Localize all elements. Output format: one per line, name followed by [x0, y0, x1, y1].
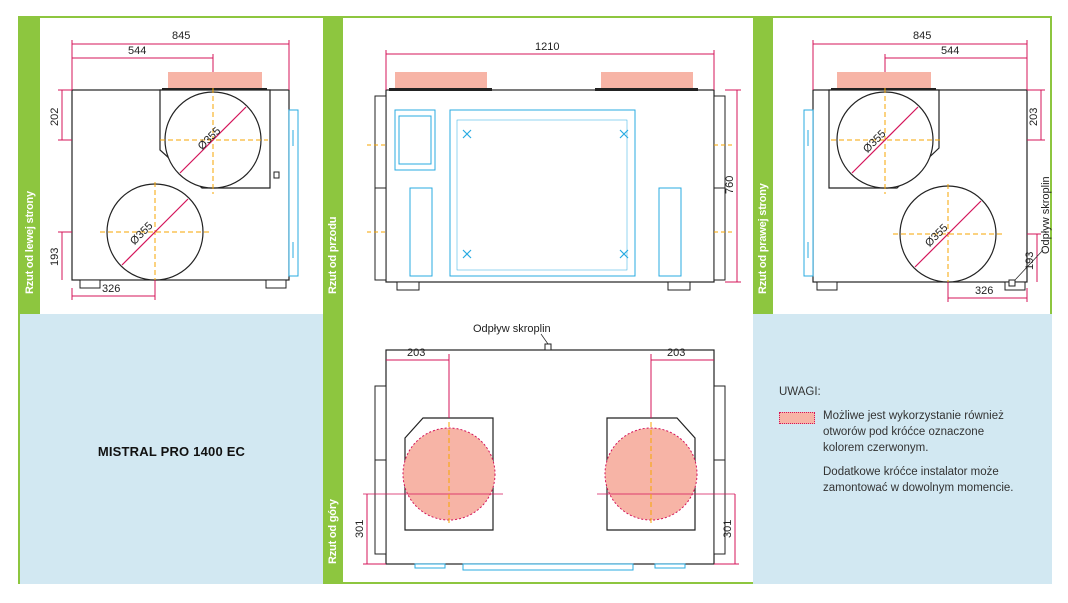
- left-bottom-label: 193: [49, 248, 61, 266]
- right-view-drawing: Ø355 Ø355 845 544 203 1: [803, 30, 1052, 302]
- top-view: Rzut od góry 203: [323, 314, 753, 584]
- right-bottom-label: 193: [1024, 252, 1036, 270]
- front-view-drawing: 1210 760: [367, 41, 741, 291]
- left-326-label: 326: [102, 283, 120, 295]
- left-inner-label: 544: [128, 45, 146, 57]
- left-top-label: 202: [49, 108, 61, 126]
- notes-line-2: otworów pod króćce oznaczone: [823, 426, 985, 438]
- legend-swatch: [779, 412, 815, 424]
- model-name: MISTRAL PRO 1400 EC: [97, 444, 246, 459]
- left-view-drawing: Ø355 Ø355 845 544 202: [49, 30, 299, 300]
- notes-panel: UWAGI: Możliwe jest wykorzystanie równie…: [753, 314, 1052, 584]
- notes-title: UWAGI:: [779, 386, 821, 398]
- notes-line-5: zamontować w dowolnym momencie.: [823, 482, 1014, 494]
- drawing-frame: Rzut od lewej strony Ø355 Ø355: [18, 16, 1052, 584]
- top-203b-label: 203: [667, 347, 685, 359]
- right-view: Rzut od prawej strony Ø355 Ø355: [753, 18, 1052, 314]
- notes-line-3: kolorem czerwonym.: [823, 442, 929, 454]
- right-326-label: 326: [975, 285, 993, 297]
- left-view: Rzut od lewej strony Ø355 Ø355: [20, 18, 323, 314]
- right-width-label: 845: [913, 30, 931, 42]
- top-203a-label: 203: [407, 347, 425, 359]
- left-width-label: 845: [172, 30, 190, 42]
- top-view-drawing: 203 203 Odpływ skroplin 301 301: [354, 323, 739, 571]
- top-301a-label: 301: [354, 520, 366, 538]
- top-view-label-bar: Rzut od góry: [323, 314, 343, 584]
- front-view-label-bar: Rzut od przodu: [323, 18, 343, 314]
- right-inner-label: 544: [941, 45, 959, 57]
- notes-line-1: Możliwe jest wykorzystanie również: [823, 410, 1004, 422]
- front-width-label: 1210: [535, 41, 559, 53]
- right-drain-label: Odpływ skroplin: [1040, 176, 1052, 254]
- top-301b-label: 301: [722, 520, 734, 538]
- right-top-label: 203: [1028, 108, 1040, 126]
- top-drain-label: Odpływ skroplin: [473, 323, 551, 335]
- left-view-label-bar: Rzut od lewej strony: [20, 18, 40, 314]
- right-view-label-bar: Rzut od prawej strony: [753, 18, 773, 314]
- front-view: Rzut od przodu: [323, 18, 753, 314]
- notes-body: Możliwe jest wykorzystanie również otwor…: [823, 408, 1043, 496]
- notes-line-4: Dodatkowe króćce instalator może: [823, 466, 999, 478]
- model-panel: MISTRAL PRO 1400 EC: [20, 314, 323, 584]
- front-height-label: 760: [724, 176, 736, 194]
